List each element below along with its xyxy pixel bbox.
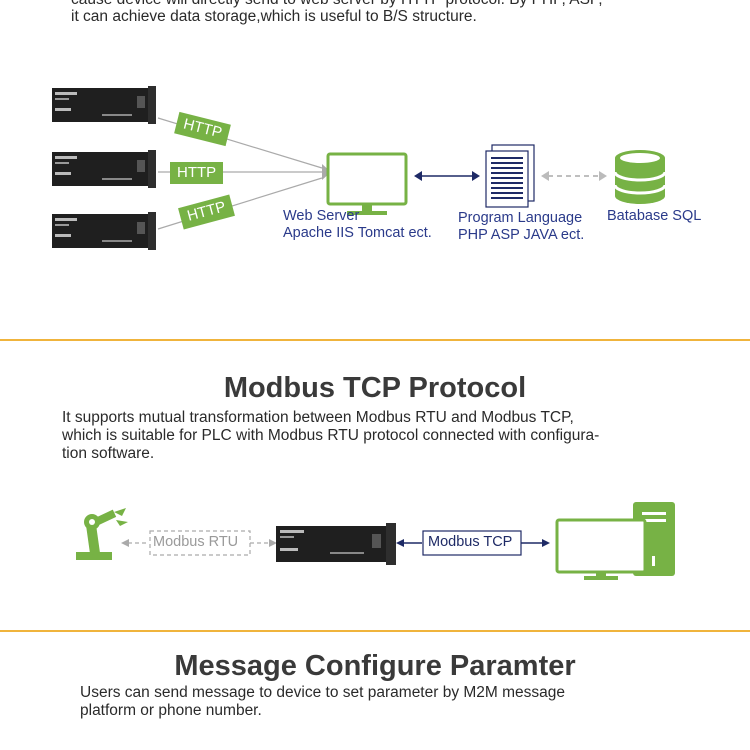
http-label-2: HTTP bbox=[170, 162, 224, 184]
section-divider bbox=[0, 630, 750, 632]
serial-device-icon bbox=[52, 150, 156, 188]
modbus-tcp-label: Modbus TCP bbox=[428, 534, 513, 550]
serial-device-icon bbox=[52, 212, 156, 250]
serial-device-3 bbox=[52, 212, 156, 250]
left-arrowhead-icon bbox=[541, 171, 549, 181]
intro-text: cause device will directly send to web s… bbox=[71, 0, 711, 25]
modbus-diagram bbox=[76, 502, 675, 580]
left-arrowhead-icon bbox=[414, 171, 422, 181]
robot-arm-icon bbox=[76, 508, 128, 560]
right-arrowhead-icon bbox=[472, 171, 480, 181]
tcp-box bbox=[422, 530, 522, 556]
modbus-rtu-label: Modbus RTU bbox=[153, 534, 239, 550]
right-arrowhead-icon bbox=[599, 171, 607, 181]
section-divider bbox=[0, 339, 750, 341]
modbus-description: It supports mutual transformation betwee… bbox=[62, 409, 600, 462]
rtu-box bbox=[149, 530, 251, 556]
computer-icon bbox=[555, 502, 675, 580]
intro-line-1: cause device will directly send to web s… bbox=[71, 0, 711, 8]
serial-device-icon bbox=[52, 86, 156, 124]
document-icon bbox=[485, 144, 535, 208]
monitor-icon bbox=[326, 152, 408, 215]
database-label: Batabase SQL bbox=[607, 208, 702, 224]
right-arrowhead-icon bbox=[269, 539, 277, 547]
modbus-title: Modbus TCP Protocol bbox=[223, 372, 527, 404]
left-arrowhead-icon bbox=[121, 539, 129, 547]
right-arrowhead-icon bbox=[542, 539, 550, 547]
left-arrowhead-icon bbox=[396, 539, 404, 547]
serial-device-2 bbox=[52, 150, 156, 188]
serial-device-1 bbox=[52, 86, 156, 124]
database-icon bbox=[613, 150, 667, 204]
program-language-label: Program Language PHP ASP JAVA ect. bbox=[458, 210, 585, 243]
http-diagram-lines bbox=[157, 117, 667, 230]
serial-device-icon bbox=[276, 523, 396, 565]
web-server-label: Web Server Apache IIS Tomcat ect. bbox=[283, 208, 432, 241]
intro-line-2: it can achieve data storage,which is use… bbox=[71, 8, 477, 25]
message-title: Message Configure Paramter bbox=[174, 650, 576, 682]
message-description: Users can send message to device to set … bbox=[80, 684, 566, 719]
